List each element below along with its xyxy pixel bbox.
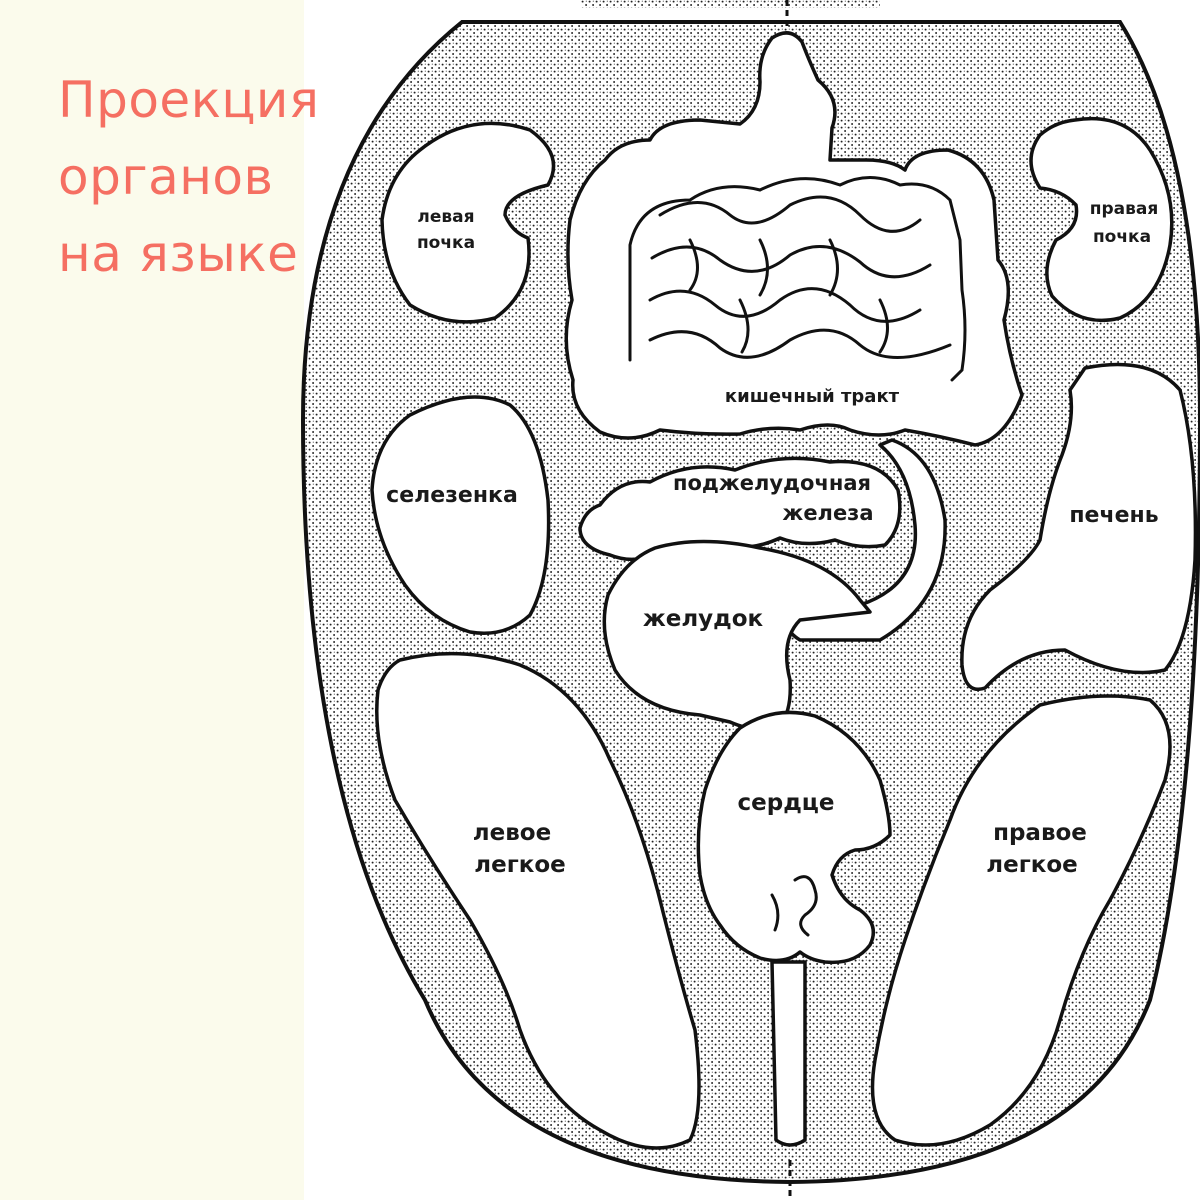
left-lung-organ [375,651,701,1150]
left-kidney-label-2: почка [417,233,475,253]
intestine-label: кишечный тракт [725,386,900,407]
left-lung-label-2: легкое [474,852,565,878]
title-panel [0,0,304,1200]
right-lung-label-2: легкое [986,852,1077,878]
right-lung-label-1: правое [993,820,1087,846]
right-kidney-label-1: правая [1090,199,1159,219]
pancreas-label-2: железа [782,501,873,525]
spleen-organ [370,395,551,635]
top-caption-fragment [580,0,880,8]
left-kidney-label-1: левая [417,207,474,227]
right-kidney-label-2: почка [1093,227,1151,247]
heart-vessels [770,875,818,937]
left-lung-label-1: левое [473,820,551,846]
title-line-3: на языке [58,225,299,283]
title-line-1: Проекция [58,71,320,129]
intestine-organ [564,31,1024,447]
right-lung-organ [870,694,1172,1147]
spleen-label: селезенка [386,483,518,508]
pancreas-label-1: поджелудочная [673,471,871,495]
liver-label: печень [1069,503,1158,528]
liver-organ [960,362,1198,691]
pancreas-organ [578,456,902,562]
heart-label: сердце [738,790,835,816]
right-kidney-organ [1029,116,1174,323]
trachea-organ [770,960,807,1147]
title-line-2: органов [58,148,274,206]
stomach-label: желудок [643,606,764,632]
left-kidney-organ [380,121,556,324]
heart-organ [696,710,892,965]
page-title: Проекция органов на языке [58,62,320,293]
